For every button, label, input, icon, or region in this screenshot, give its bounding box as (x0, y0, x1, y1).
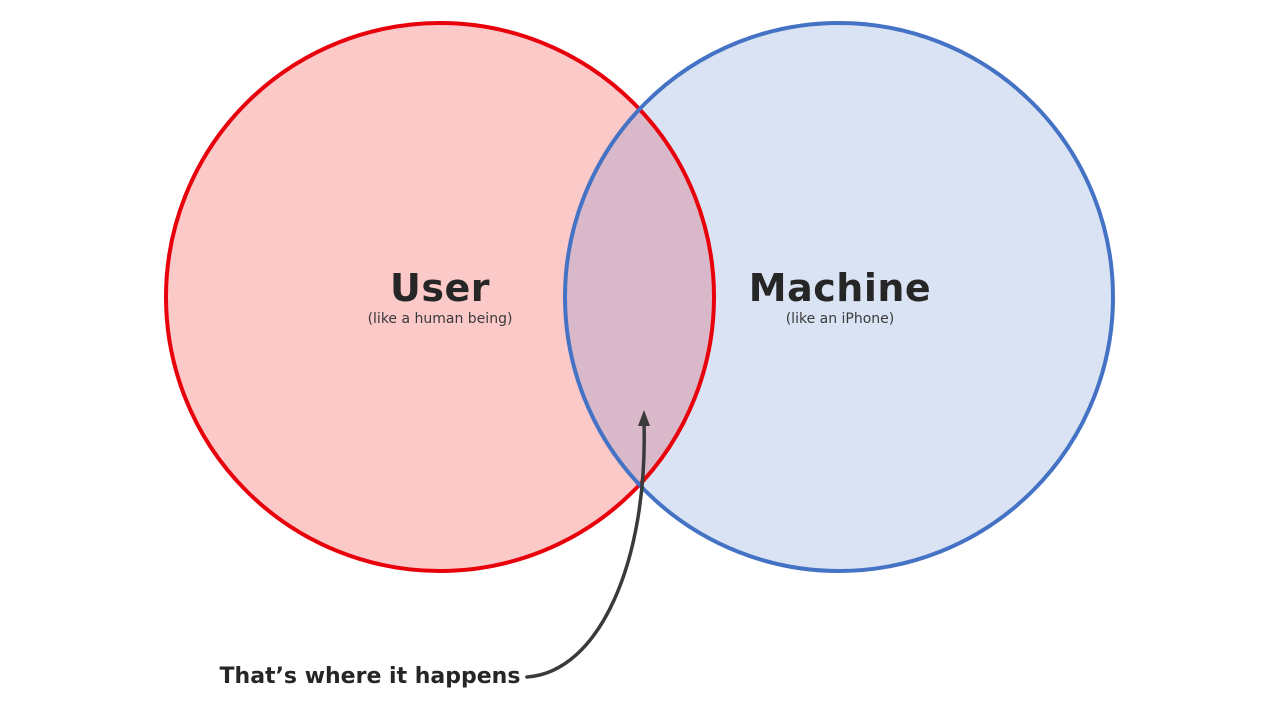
machine-label: Machine (like an iPhone) (690, 266, 990, 328)
arrowhead-icon (638, 410, 650, 426)
user-title: User (390, 266, 490, 310)
machine-circle-outline (563, 21, 1115, 573)
callout-text: That’s where it happens (219, 664, 521, 689)
callout-arrow (525, 420, 646, 679)
machine-circle (565, 23, 1113, 571)
user-label: User (like a human being) (290, 266, 590, 328)
user-subtitle: (like a human being) (367, 311, 513, 327)
user-circle-outline (164, 21, 716, 573)
machine-title: Machine (748, 266, 932, 310)
user-circle (166, 23, 714, 571)
machine-subtitle: (like an iPhone) (785, 311, 895, 327)
